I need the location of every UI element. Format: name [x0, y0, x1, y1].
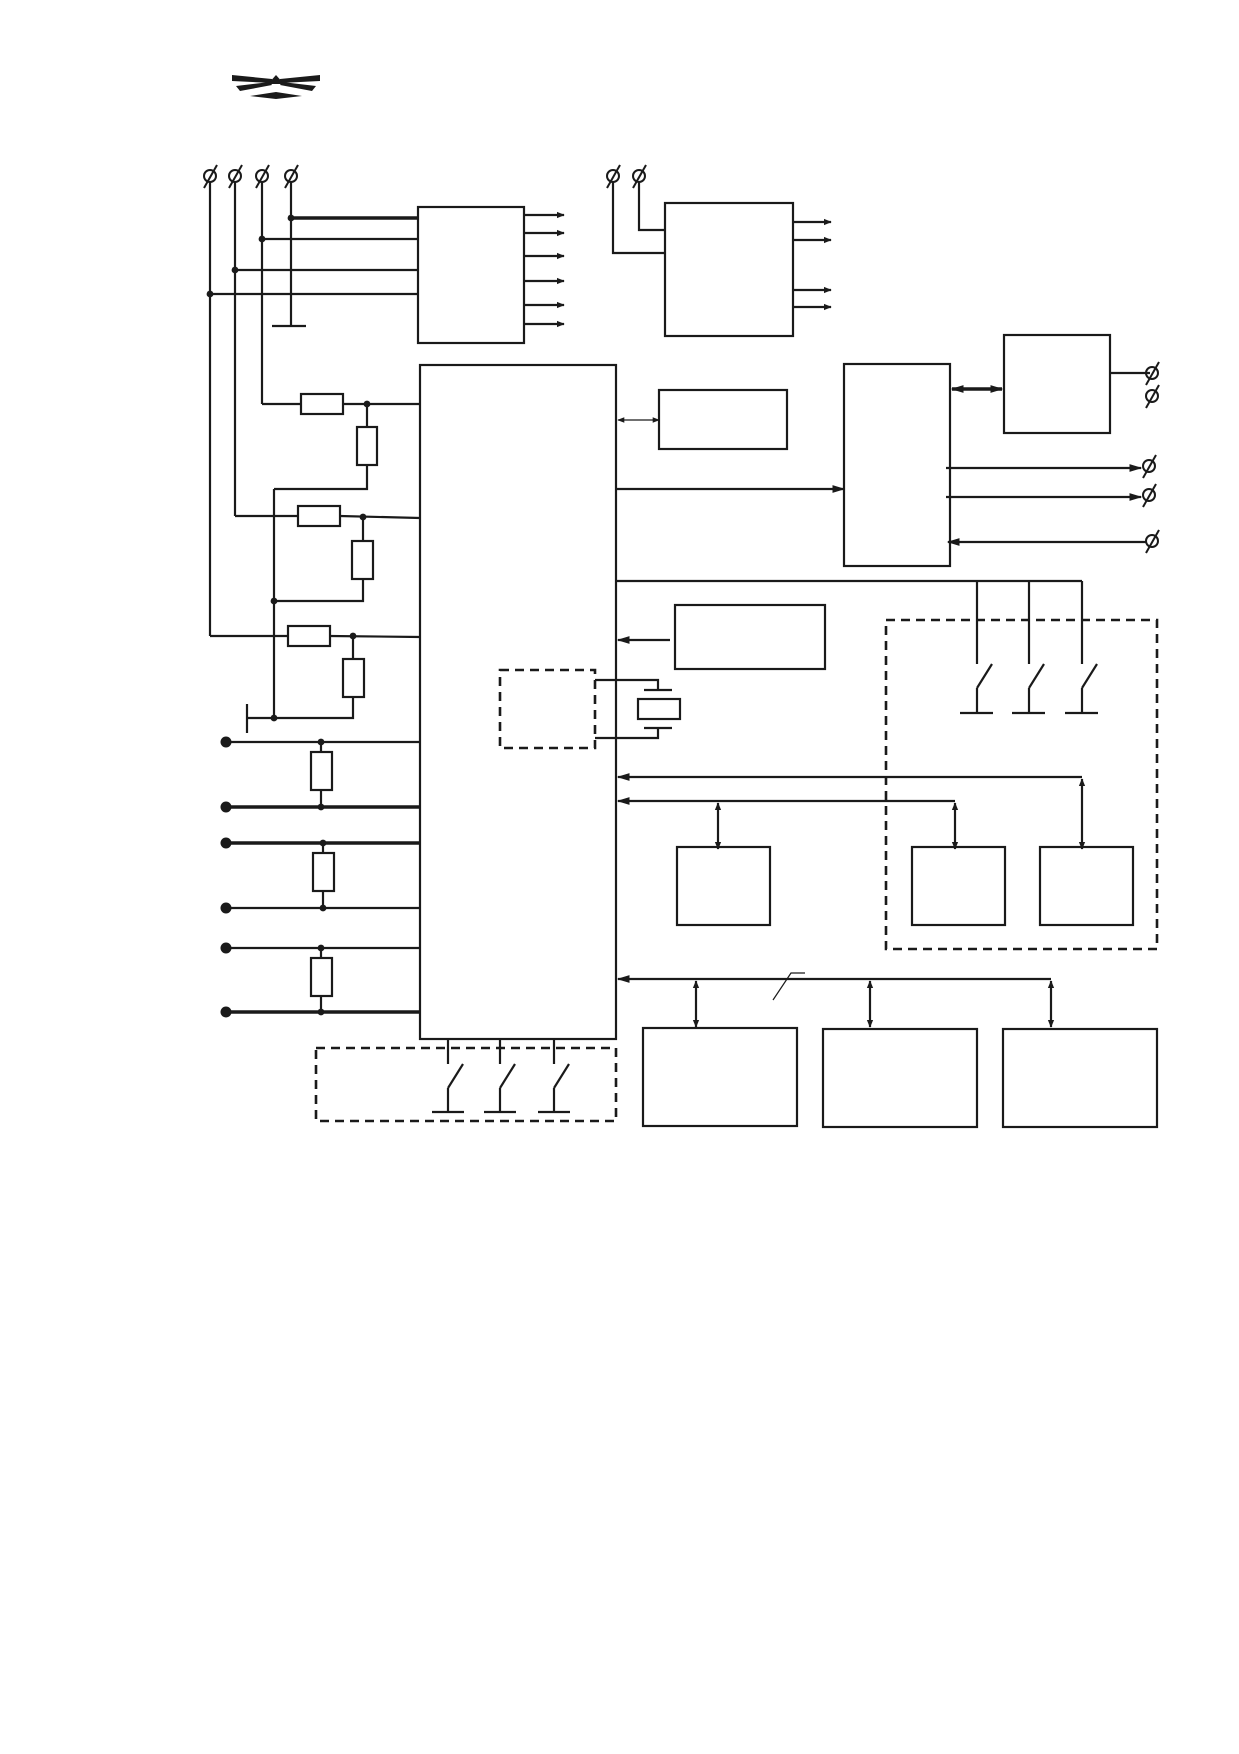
- terminal-10: [1142, 483, 1157, 508]
- resistor: [309, 750, 334, 792]
- top-center-block-outputs: [793, 218, 832, 311]
- switch-bus: [616, 579, 1084, 664]
- top-left-block-outputs: [524, 211, 565, 328]
- top-center-terminals: [606, 164, 647, 189]
- resistor: [355, 425, 379, 467]
- left-connector-pins: [220, 736, 420, 1018]
- crystal: [636, 697, 682, 721]
- divider-network-2: [235, 504, 421, 603]
- switch-1: [432, 1063, 464, 1114]
- terminal-9: [1142, 454, 1157, 479]
- right-switch-frame: [884, 618, 1159, 951]
- logo-icon: [232, 75, 320, 99]
- bottom-block-2: [821, 1027, 979, 1129]
- resistor: [341, 657, 366, 699]
- output-terminals-right: [1142, 361, 1160, 554]
- transceiver-block: [1002, 333, 1112, 435]
- resistor: [350, 539, 375, 581]
- resistor: [296, 504, 342, 528]
- switch-5: [1012, 663, 1045, 715]
- input-bus-lines: [208, 182, 306, 636]
- resistor: [286, 624, 332, 648]
- divider-common-ground: [245, 489, 278, 733]
- divider-network-1: [262, 392, 420, 491]
- resistor: [309, 956, 334, 998]
- right-switches: [960, 663, 1098, 715]
- peripheral-block-2: [910, 845, 1007, 927]
- input-taps: [206, 214, 418, 298]
- memory-block: [657, 388, 789, 451]
- top-left-block: [416, 205, 526, 345]
- interface-block: [842, 362, 952, 568]
- crystal-sub-block: [498, 668, 597, 750]
- divider-network-3: [210, 624, 421, 720]
- input-terminals-left: [203, 164, 299, 189]
- terminal-8: [1145, 384, 1160, 409]
- switch-2: [484, 1063, 516, 1114]
- switch-4: [960, 663, 993, 715]
- central-processor-block: [418, 363, 618, 1041]
- peripheral-buses: [616, 773, 1086, 850]
- terminal-11: [1145, 529, 1160, 554]
- resistor: [311, 851, 336, 893]
- bottom-switch-frame: [314, 1046, 618, 1123]
- resistor: [299, 392, 345, 416]
- crystal-oscillator: [498, 668, 682, 750]
- bottom-block-3: [1001, 1027, 1159, 1129]
- top-center-block: [663, 201, 795, 338]
- bottom-switch-group: [314, 1039, 618, 1123]
- peripheral-block-3: [1038, 845, 1135, 927]
- terminal-7: [1145, 361, 1160, 386]
- bottom-data-bus: [616, 972, 1055, 1028]
- top-center-inputs: [611, 182, 665, 255]
- switch-3: [538, 1063, 570, 1114]
- interface-io-lines: [946, 464, 1146, 546]
- sensor-block: [673, 603, 827, 671]
- switch-6: [1065, 663, 1098, 715]
- bottom-block-1: [641, 1026, 799, 1128]
- peripheral-block-1: [675, 845, 772, 927]
